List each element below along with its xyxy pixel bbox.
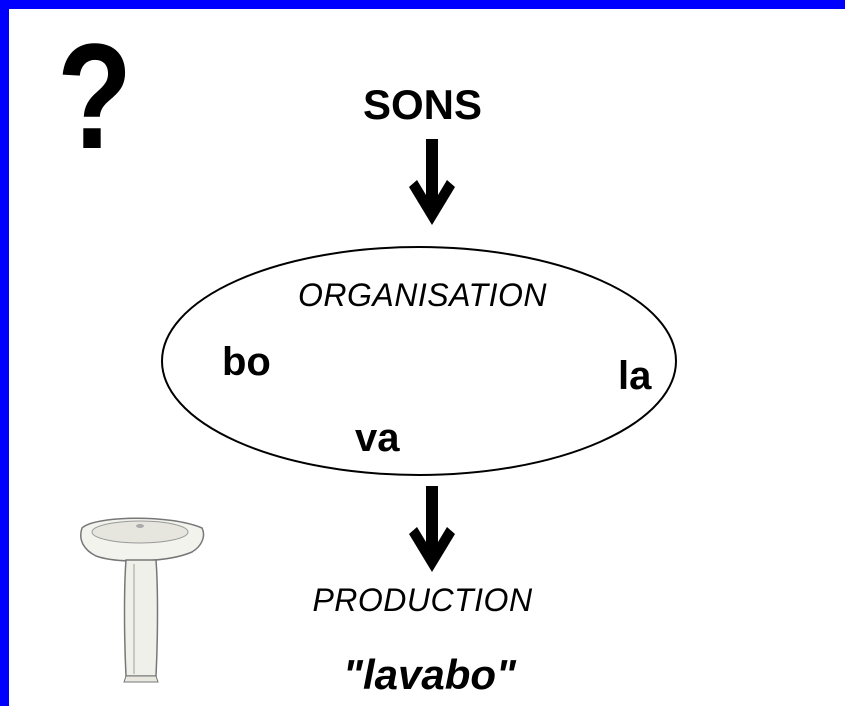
sounds-label: SONS bbox=[362, 81, 483, 128]
down-arrow-icon bbox=[409, 486, 455, 572]
produced-word: "lavabo" bbox=[343, 651, 516, 698]
question-mark: ? bbox=[57, 12, 133, 180]
down-arrow-icon bbox=[409, 139, 455, 225]
washbasin-icon bbox=[80, 517, 205, 683]
syllable-la: la bbox=[618, 354, 652, 398]
organisation-label: ORGANISATION bbox=[298, 277, 547, 313]
production-label: PRODUCTION bbox=[312, 582, 533, 618]
diagram-canvas: ? SONS ORGANISATION bo la va PRODUCTION … bbox=[9, 9, 845, 706]
syllable-bo: bo bbox=[222, 340, 271, 384]
syllable-va: va bbox=[355, 416, 400, 460]
organisation-ellipse bbox=[161, 246, 677, 476]
